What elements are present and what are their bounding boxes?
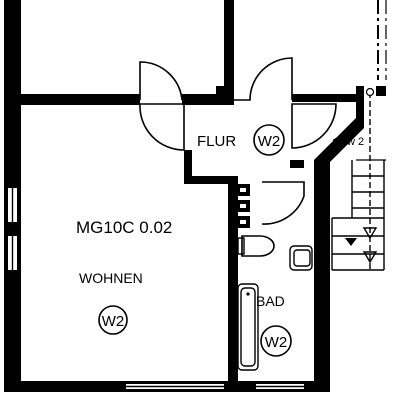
door-upper-right <box>234 57 293 101</box>
upper-wall-middle <box>182 94 230 105</box>
stair-arrow-solid <box>345 238 357 246</box>
door-upper-left <box>139 61 183 101</box>
windows <box>8 188 304 389</box>
room-number: MG10C 0.02 <box>76 218 172 237</box>
staircase <box>331 87 385 271</box>
upper-room-divider <box>224 0 234 105</box>
corridor-left-jamb <box>184 150 192 184</box>
badge-flur-text: W2 <box>258 133 281 150</box>
bath-fixtures <box>237 235 313 371</box>
upper-wall-left <box>4 94 140 105</box>
badge-wohnen-text: W2 <box>102 313 125 330</box>
badge-bad: W2 <box>260 325 292 357</box>
stair-upper-post <box>356 86 364 118</box>
upper-wall-right <box>292 94 356 102</box>
room-label-bad: BAD <box>256 293 285 309</box>
room-label-wohnen: WOHNEN <box>79 270 143 286</box>
door-stair <box>291 103 337 149</box>
door-wohnen <box>139 103 185 151</box>
shaft-block <box>376 86 386 96</box>
badge-flur: W2 <box>253 124 285 156</box>
room-label-flur: FLUR <box>197 133 236 150</box>
badge-wohnen: W2 <box>98 305 128 335</box>
door-bad <box>261 181 305 225</box>
shaft-block <box>216 86 226 96</box>
bath-right-wall <box>314 160 330 392</box>
wohnen-bad-wall <box>228 178 238 392</box>
labels: MG10C 0.02 WOHNEN FLUR BAD W2 W2 W2 w 2 <box>76 124 364 357</box>
stair-entry-marker: w 2 <box>332 132 364 148</box>
stair-arrow <box>362 251 378 264</box>
bathtub <box>237 283 259 371</box>
section-lines <box>356 0 387 161</box>
wash-basin <box>289 245 313 271</box>
doors <box>139 57 337 225</box>
corridor-right-nib <box>290 160 304 168</box>
stair-corner-wall <box>314 118 364 176</box>
shaft-blocks <box>216 86 386 228</box>
toilet <box>241 235 275 257</box>
stair-arrow <box>362 227 378 240</box>
toilet-tank <box>237 237 245 255</box>
corridor-lower-wall <box>188 176 238 184</box>
stair-marker-text: w 2 <box>346 136 364 148</box>
badge-bad-text: W2 <box>265 334 288 351</box>
walls <box>4 0 364 392</box>
